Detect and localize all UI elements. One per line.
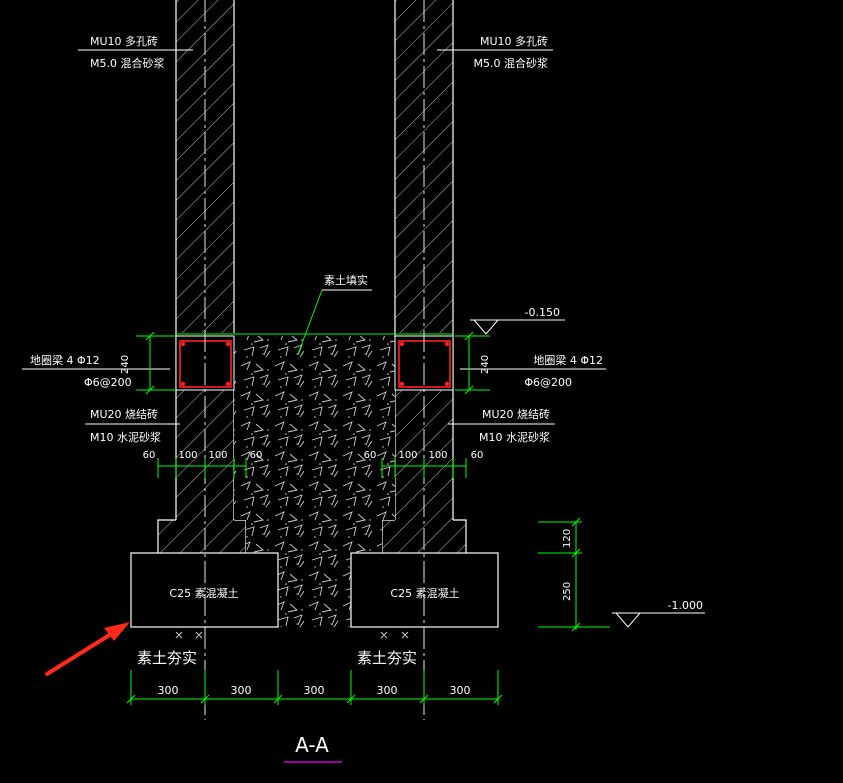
- dim-bottom-0: 300: [158, 684, 179, 697]
- label-beam-left-2: Φ6@200: [84, 376, 132, 389]
- label-lower-brick-left-2: M10 水泥砂浆: [90, 430, 161, 444]
- dim-bottom-1: 300: [231, 684, 252, 697]
- label-beam-right-2: Φ6@200: [524, 376, 572, 389]
- elevation-bottom: -1.000: [668, 599, 703, 612]
- compacted-soil-fill: [234, 336, 395, 627]
- dim-step-right-1: 100: [398, 450, 417, 461]
- dim-vertical-0: 120: [562, 529, 573, 548]
- label-upper-brick-right-2: M5.0 混合砂浆: [474, 56, 548, 70]
- label-upper-brick-left-1: MU10 多孔砖: [90, 34, 158, 48]
- label-fill: 素土填实: [324, 273, 368, 287]
- label-beam-right-1: 地圈梁 4 Φ12: [533, 353, 603, 367]
- soil-tamp-marks: [175, 631, 409, 639]
- label-soil-right: 素土夯实: [357, 649, 417, 667]
- red-arrow-annotation: [45, 622, 130, 676]
- centerlines: [204, 0, 425, 720]
- label-soil-left: 素土夯实: [137, 649, 197, 667]
- label-lower-brick-right-2: M10 水泥砂浆: [479, 430, 550, 444]
- elevation-mark-bottom: [612, 612, 705, 628]
- dim-bottom-3: 300: [377, 684, 398, 697]
- label-footing-left: C25 素混凝土: [169, 586, 238, 600]
- fill-leader: [297, 289, 323, 355]
- dim-step-right-0: 60: [364, 450, 377, 461]
- leaders: [22, 49, 606, 425]
- dim-vertical-1: 250: [562, 582, 573, 601]
- elevation-top: -0.150: [525, 306, 560, 319]
- dim-step-left-1: 100: [178, 450, 197, 461]
- elevation-mark-top: [470, 319, 565, 335]
- label-upper-brick-left-2: M5.0 混合砂浆: [90, 56, 164, 70]
- label-beam-left-1: 地圈梁 4 Φ12: [30, 353, 100, 367]
- dim-bottom-4: 300: [450, 684, 471, 697]
- label-lower-brick-left-1: MU20 烧结砖: [90, 407, 158, 421]
- dimension-lines: [126, 331, 610, 705]
- dim-beam-height-left: 240: [120, 355, 131, 374]
- left-wall: [157, 0, 247, 553]
- dim-step-right-2: 100: [428, 450, 447, 461]
- label-upper-brick-right-1: MU10 多孔砖: [480, 34, 548, 48]
- dim-step-left-0: 60: [143, 450, 156, 461]
- label-lower-brick-right-1: MU20 烧结砖: [482, 407, 550, 421]
- label-footing-right: C25 素混凝土: [390, 586, 459, 600]
- dim-step-right-3: 60: [471, 450, 484, 461]
- section-title: A-A: [295, 733, 329, 757]
- dim-beam-height-right: 240: [480, 355, 491, 374]
- dim-bottom-2: 300: [304, 684, 325, 697]
- dim-step-left-2: 100: [208, 450, 227, 461]
- dim-step-left-3: 60: [250, 450, 263, 461]
